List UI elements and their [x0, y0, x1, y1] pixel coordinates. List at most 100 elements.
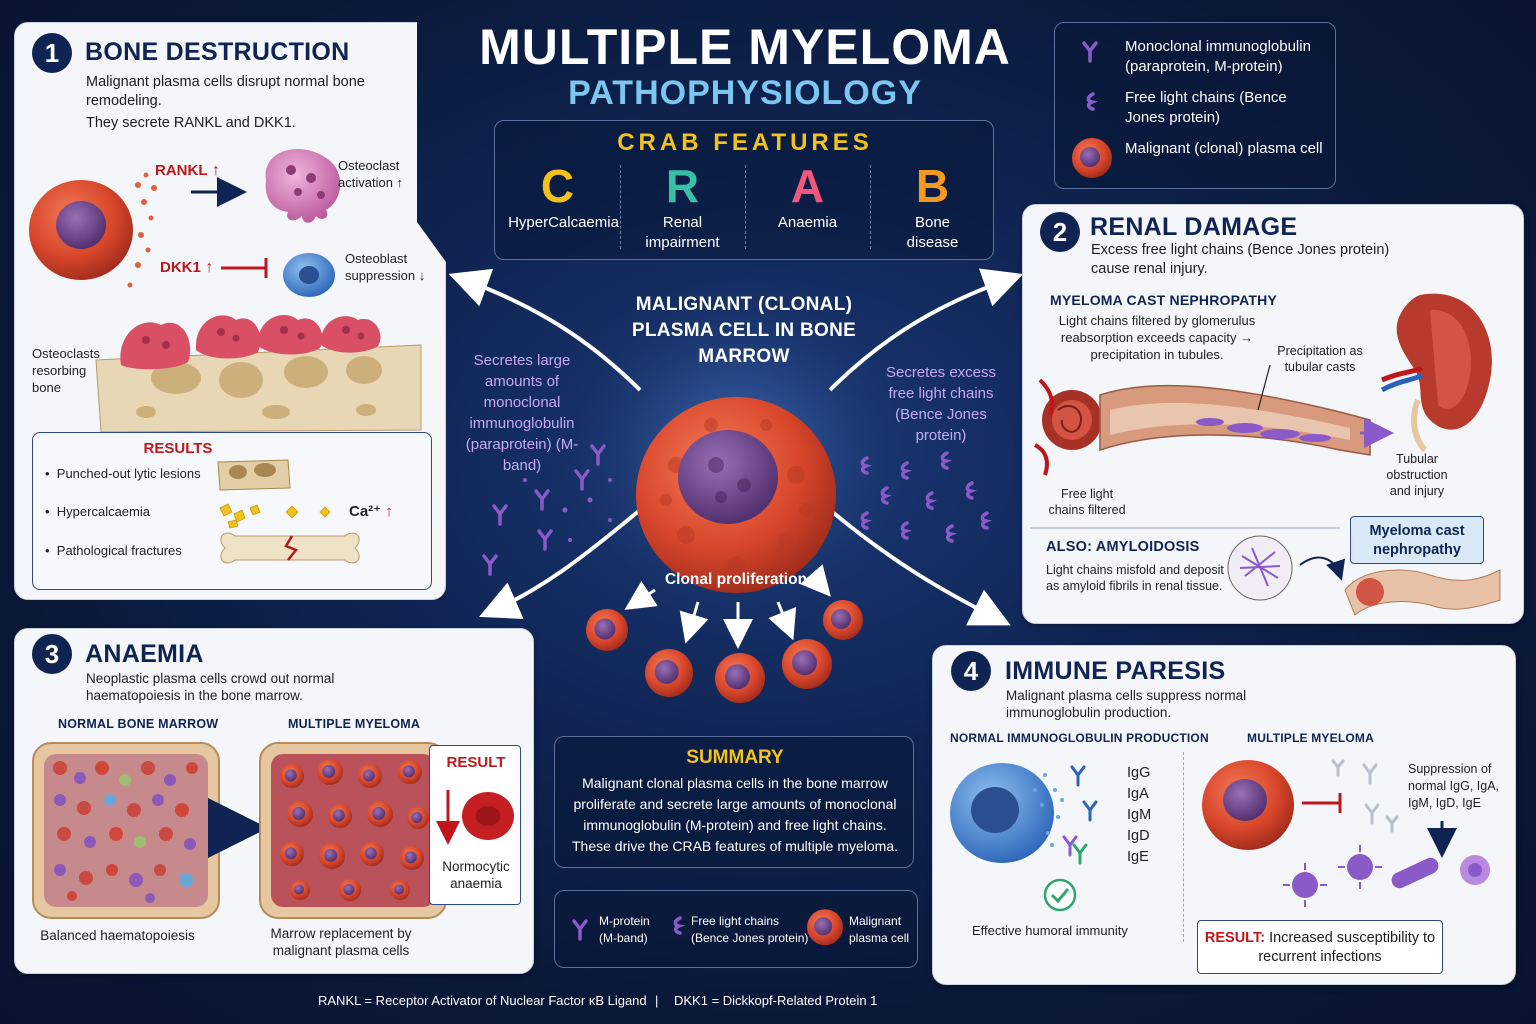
page-subtitle: PATHOPHYSIOLOGY [568, 74, 922, 112]
panel4-divider [1183, 752, 1184, 942]
legend-top-light-chain: Free light chains (Bence Jones protein) [1125, 89, 1287, 126]
panel3-desc: Neoplastic plasma cells crowd out normal… [86, 671, 335, 703]
crab-divider [745, 165, 746, 249]
panel2-desc: Excess free light chains (Bence Jones pr… [1091, 242, 1390, 277]
crab-letter-c: C [540, 160, 575, 212]
osteoclasts-resorbing-label: Osteoclasts resorbing bone [32, 346, 100, 395]
obstruction-label: Tubular obstruction and injury [1386, 452, 1448, 498]
effective-immunity-label: Effective humoral immunity [972, 923, 1128, 938]
legend-bottom: M-protein (M-band) Free light chains (Be… [554, 890, 918, 968]
panel4-number: 4 [951, 651, 991, 691]
crab-letter-a: A [790, 160, 825, 212]
panel2-sub: MYELOMA CAST NEPHROPATHY [1050, 292, 1277, 308]
casts-label: Precipitation as tubular casts [1277, 344, 1363, 374]
osteoblast-suppression-label: Osteoblast suppression ↓ [345, 251, 426, 283]
rbc-illustration [436, 790, 514, 845]
osteoclast-activation-label: Osteoclast activation ↑ [338, 158, 404, 190]
antibody-cluster [482, 444, 612, 576]
immune-result-title: RESULT: [1204, 930, 1266, 946]
panel1-title: BONE DESTRUCTION [85, 38, 350, 66]
footer-dkk1: DKK1 = Dickkopf-Related Protein 1 [674, 993, 878, 1008]
bone-destruction-illustration [29, 149, 422, 433]
footer-rankl: RANKL = Receptor Activator of Nuclear Fa… [318, 993, 647, 1008]
crab-label-b: Bone disease [906, 214, 959, 251]
legend-bottom-mprotein: M-protein (M-band) [599, 914, 650, 945]
normal-ig-label: NORMAL IMMUNOGLOBULIN PRODUCTION [950, 731, 1209, 745]
kidney-tubule-illustration [1030, 293, 1501, 616]
panel4-desc: Malignant plasma cells suppress normal i… [1006, 688, 1247, 720]
rankl-text: RANKL [155, 162, 208, 179]
result-lytic-lesions: • Punched-out lytic lesions [45, 466, 201, 481]
panel1-number: 1 [32, 33, 72, 73]
suppression-label: Suppression of normal IgG, IgA, IgM, IgD… [1408, 762, 1500, 810]
osteoblast-text: Osteoblast suppression [345, 251, 416, 283]
mm-marrow-label: MULTIPLE MYELOMA [288, 717, 421, 731]
crab-label-c: HyperCalcaemia [508, 214, 619, 231]
osteoclast-text: Osteoclast activation [338, 158, 400, 190]
nephropathy-box: Myeloma cast nephropathy [1350, 516, 1484, 564]
center-left-note: Secretes large amounts of monoclonal imm… [465, 352, 579, 474]
center-right-note: Secretes excess free light chains (Bence… [885, 364, 997, 444]
crab-letter-r: R [665, 160, 700, 212]
ig-iga: IgA [1127, 786, 1149, 802]
legend-top-antibody: Monoclonal immunoglobulin (paraprotein, … [1125, 38, 1311, 75]
ig-igg: IgG [1127, 765, 1151, 781]
immune-illustration [950, 759, 1490, 912]
legend-bottom-plasma-cell: Malignant plasma cell [849, 914, 910, 945]
normal-marrow-label: NORMAL BONE MARROW [58, 717, 219, 731]
amyloid-desc: Light chains misfold and deposit as amyl… [1046, 563, 1224, 593]
results-illustrations [217, 459, 360, 564]
panel1-desc1: Malignant plasma cells disrupt normal bo… [86, 74, 365, 109]
result-hypercalc-text: Hypercalcaemia [56, 504, 150, 519]
proliferation-label: Clonal proliferation [664, 571, 808, 588]
panel1-desc2: They secrete RANKL and DKK1. [86, 115, 296, 131]
mm-ig-label: MULTIPLE MYELOMA [1247, 731, 1374, 745]
footer-separator: | [655, 993, 659, 1008]
anaemia-result-box: RESULT Normocytic anaemia [429, 745, 521, 905]
summary-title: SUMMARY [686, 747, 784, 768]
amyloid-title: ALSO: AMYLOIDOSIS [1046, 539, 1200, 555]
central-plasma-cell [636, 397, 836, 593]
ig-ige: IgE [1127, 849, 1149, 865]
mm-marrow-caption: Marrow replacement by malignant plasma c… [270, 926, 412, 958]
light-chain-icon [673, 916, 682, 935]
panel3-number: 3 [32, 634, 72, 674]
calcium-label: Ca²⁺ ↑ [349, 503, 393, 520]
clonal-cells [586, 600, 863, 703]
central-cell-label: MALIGNANT (CLONAL) PLASMA CELL IN BONE M… [631, 294, 857, 367]
legend-top-plasma-cell: Malignant (clonal) plasma cell [1125, 140, 1323, 157]
antibody-icon [572, 919, 588, 941]
panel1-results-title: RESULTS [143, 440, 213, 457]
result-hypercalcaemia: • Hypercalcaemia [45, 504, 150, 519]
legend-top: Monoclonal immunoglobulin (paraprotein, … [1054, 22, 1336, 189]
crab-divider [620, 165, 621, 249]
rankl-label: RANKL ↑ [155, 162, 220, 179]
light-chain-cluster [860, 451, 989, 543]
result-fractures: • Pathological fractures [45, 543, 182, 558]
dkk1-text: DKK1 [160, 259, 201, 276]
summary-text: Malignant clonal plasma cells in the bon… [571, 775, 899, 854]
calcium-text: Ca²⁺ [349, 503, 382, 520]
panel2-title: RENAL DAMAGE [1090, 213, 1298, 241]
ig-igd: IgD [1127, 828, 1150, 844]
dkk1-label: DKK1 ↑ [160, 259, 214, 276]
result-fractures-text: Pathological fractures [56, 543, 182, 558]
ig-igm: IgM [1127, 807, 1152, 823]
panel1-results-box: RESULTS • Punched-out lytic lesions • Hy… [32, 432, 432, 590]
result-lytic-text: Punched-out lytic lesions [56, 466, 201, 481]
legend-bottom-light-chain: Free light chains (Bence Jones protein) [691, 914, 809, 945]
page-title: MULTIPLE MYELOMA [479, 19, 1011, 75]
crab-label-r: Renal impairment [645, 214, 720, 251]
filtered-label: Free light chains filtered [1048, 487, 1126, 517]
crab-title: CRAB FEATURES [617, 129, 873, 156]
crab-letter-b: B [915, 160, 950, 212]
panel2-sub-desc: Light chains filtered by glomerulus reab… [1058, 313, 1256, 362]
crab-label-a: Anaemia [777, 214, 838, 231]
immune-result-box: RESULT: Increased susceptibility to recu… [1197, 920, 1443, 974]
plasma-cell-icon [807, 909, 843, 946]
panel4-title: IMMUNE PARESIS [1005, 657, 1226, 685]
marrow-comparison [32, 742, 447, 919]
normal-marrow-caption: Balanced haematopoiesis [40, 928, 195, 943]
summary-box: SUMMARY Malignant clonal plasma cells in… [554, 736, 914, 868]
